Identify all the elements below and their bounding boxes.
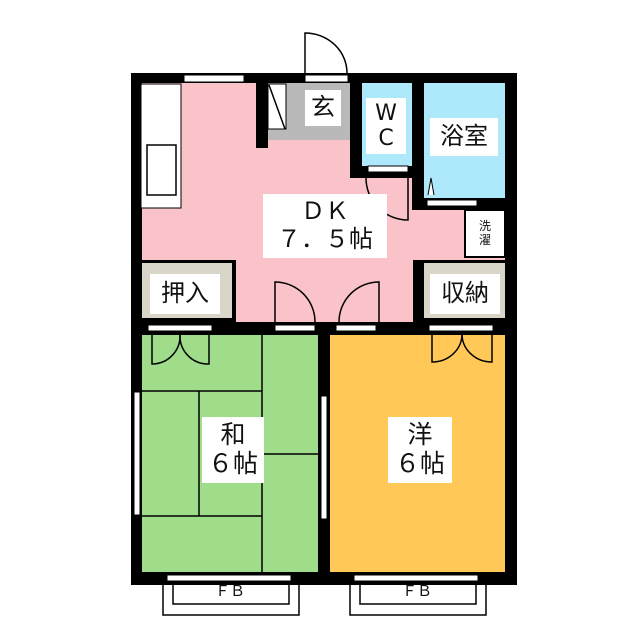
bath-label: 浴室	[430, 118, 498, 156]
balcony-right-text: ＦＢ	[401, 582, 432, 601]
wc-text-1: W	[375, 100, 397, 126]
genkan-label: 玄	[305, 90, 341, 126]
balcony-right	[349, 585, 487, 616]
laundry-label: 洗濯	[469, 214, 501, 253]
bath-text: 浴室	[440, 122, 488, 151]
entrance-door	[304, 32, 348, 74]
oshiire-text: 押入	[161, 279, 209, 308]
washitsu-door	[274, 281, 316, 323]
balcony-left-label: ＦＢ	[200, 583, 260, 601]
balcony-left	[162, 585, 300, 616]
shuno-text: 収納	[441, 279, 489, 308]
balcony-left-text: ＦＢ	[214, 582, 245, 601]
washitsu-text-2: ６帖	[207, 449, 258, 478]
genkan-wall	[256, 83, 268, 148]
laundry-text-1: 洗	[478, 218, 491, 233]
shuno-label: 収納	[430, 274, 500, 314]
youshitsu-text-1: 洋	[407, 420, 433, 450]
washitsu-text-1: 和	[220, 420, 246, 450]
genkan-text: 玄	[311, 93, 335, 122]
sink	[146, 144, 177, 196]
laundry-text-2: 濯	[478, 232, 491, 247]
wc-text-2: C	[378, 126, 394, 151]
youshitsu-text-2: ６帖	[394, 449, 445, 478]
oshiire-label: 押入	[150, 274, 220, 314]
dk-text-1: ＤＫ	[301, 197, 349, 226]
dk-floor-lower	[236, 255, 413, 322]
balcony-right-label: ＦＢ	[387, 583, 447, 601]
dk-text-2: ７．５帖	[277, 225, 373, 253]
youshitsu-door	[338, 281, 380, 323]
